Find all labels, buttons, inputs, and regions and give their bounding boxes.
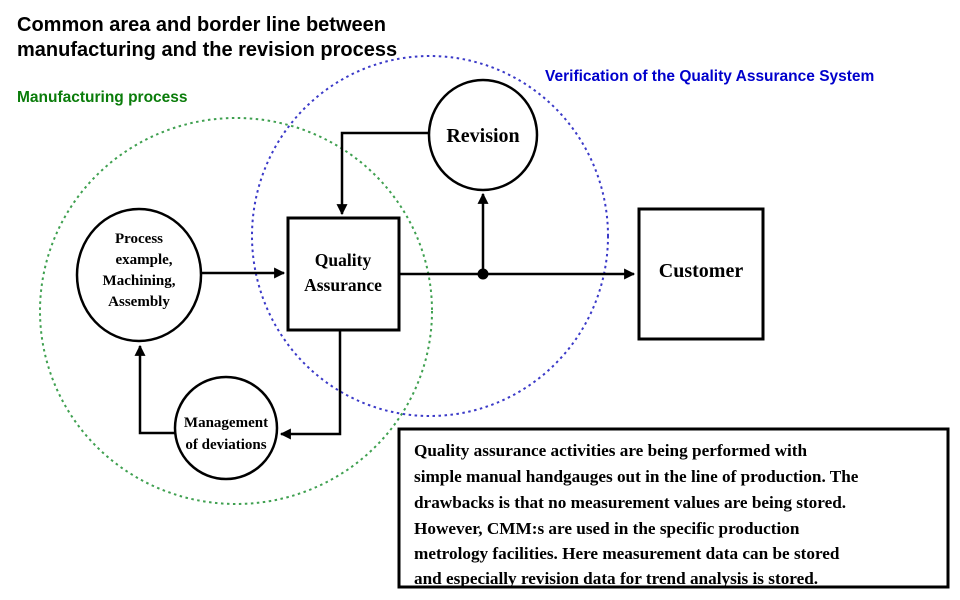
revision-node-label: Revision bbox=[446, 125, 519, 147]
arrow-revision-to-qa bbox=[336, 131, 428, 216]
process-node-label: example, bbox=[115, 252, 172, 268]
note-text-line: simple manual handgauges out in the line… bbox=[414, 467, 859, 486]
note-text-line: drawbacks is that no measurement values … bbox=[414, 493, 846, 512]
management-node-label: of deviations bbox=[185, 437, 266, 453]
customer-label: Customer bbox=[659, 260, 744, 282]
process-node bbox=[75, 207, 203, 343]
process-node-label: Process bbox=[115, 231, 163, 247]
verification-label: Verification of the Quality Assurance Sy… bbox=[545, 68, 874, 85]
note-box bbox=[397, 427, 950, 589]
junction-dot bbox=[477, 268, 489, 280]
customer-node bbox=[637, 207, 765, 341]
note-text-line: However, CMM:s are used in the specific … bbox=[414, 519, 800, 538]
note-text-line: Quality assurance activities are being p… bbox=[414, 441, 807, 460]
quality-assurance-node bbox=[286, 216, 401, 332]
verification-ellipse bbox=[251, 55, 609, 417]
process-node-label: Machining, bbox=[103, 273, 176, 289]
note-text-line: metrology facilities. Here measurement d… bbox=[414, 544, 840, 563]
note-text-line: and especially revision data for trend a… bbox=[414, 569, 818, 588]
management-node bbox=[173, 375, 279, 481]
revision-node bbox=[427, 78, 539, 192]
manufacturing-ellipse bbox=[39, 117, 433, 505]
page-title: manufacturing and the revision process bbox=[17, 39, 397, 61]
arrow-management-to-process bbox=[134, 344, 175, 435]
quality-assurance-label: Assurance bbox=[304, 275, 382, 295]
manufacturing-process-label: Manufacturing process bbox=[17, 89, 188, 106]
arrow-qa-to-management bbox=[279, 330, 342, 440]
process-node-label: Assembly bbox=[108, 294, 170, 310]
page-title: Common area and border line between bbox=[17, 14, 386, 36]
quality-assurance-label: Quality bbox=[315, 250, 372, 270]
management-node-label: Management bbox=[184, 415, 268, 431]
